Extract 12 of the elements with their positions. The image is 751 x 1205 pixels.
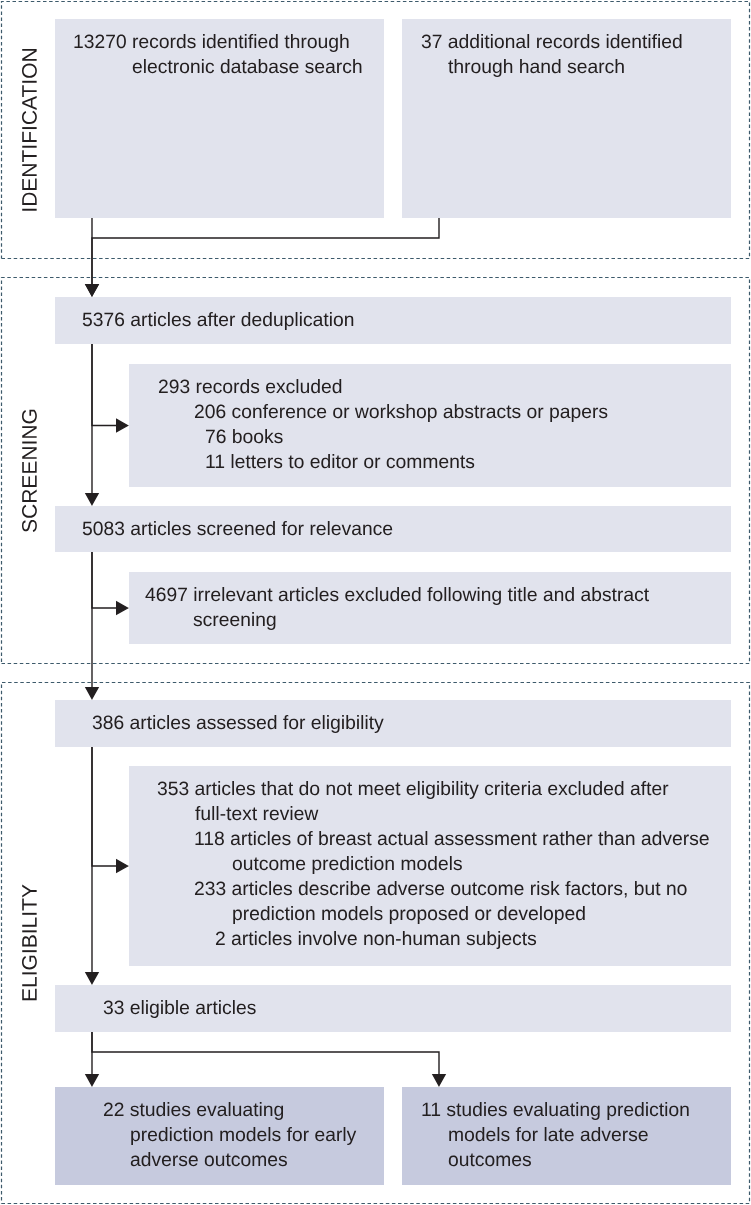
result-box: 22 studies evaluating prediction models for early adverse outcomes — [55, 1087, 384, 1185]
process-box: 5083 articles screened for relevance — [55, 506, 731, 552]
exclusion-box: 4697 irrelevant articles excluded following title and abstract screening — [129, 572, 731, 644]
process-box: 386 articles assessed for eligibility — [55, 700, 731, 747]
arrow — [91, 1031, 447, 1087]
process-box: 37 additional records identified through hand search — [402, 19, 731, 218]
exclusion-box: 353 articles that do not meet eligibility criteria excluded after full-text review 118 articles of breast actual assessment rather than adverse outcome prediction models 233 articles describe adverse outcome risk factors, but no prediction models proposed or developed 2 articles involve non-human subjects — [129, 766, 731, 966]
process-box: 33 eligible articles — [55, 985, 731, 1032]
process-box: 5376 articles after deduplication — [55, 297, 731, 344]
process-box: 13270 records identified through electronic database search — [55, 19, 384, 218]
result-box: 11 studies evaluating prediction models for late adverse outcomes — [402, 1087, 731, 1185]
exclusion-box: 293 records excluded 206 conference or workshop abstracts or papers 76 books 11 letters to editor or comments — [129, 364, 731, 487]
